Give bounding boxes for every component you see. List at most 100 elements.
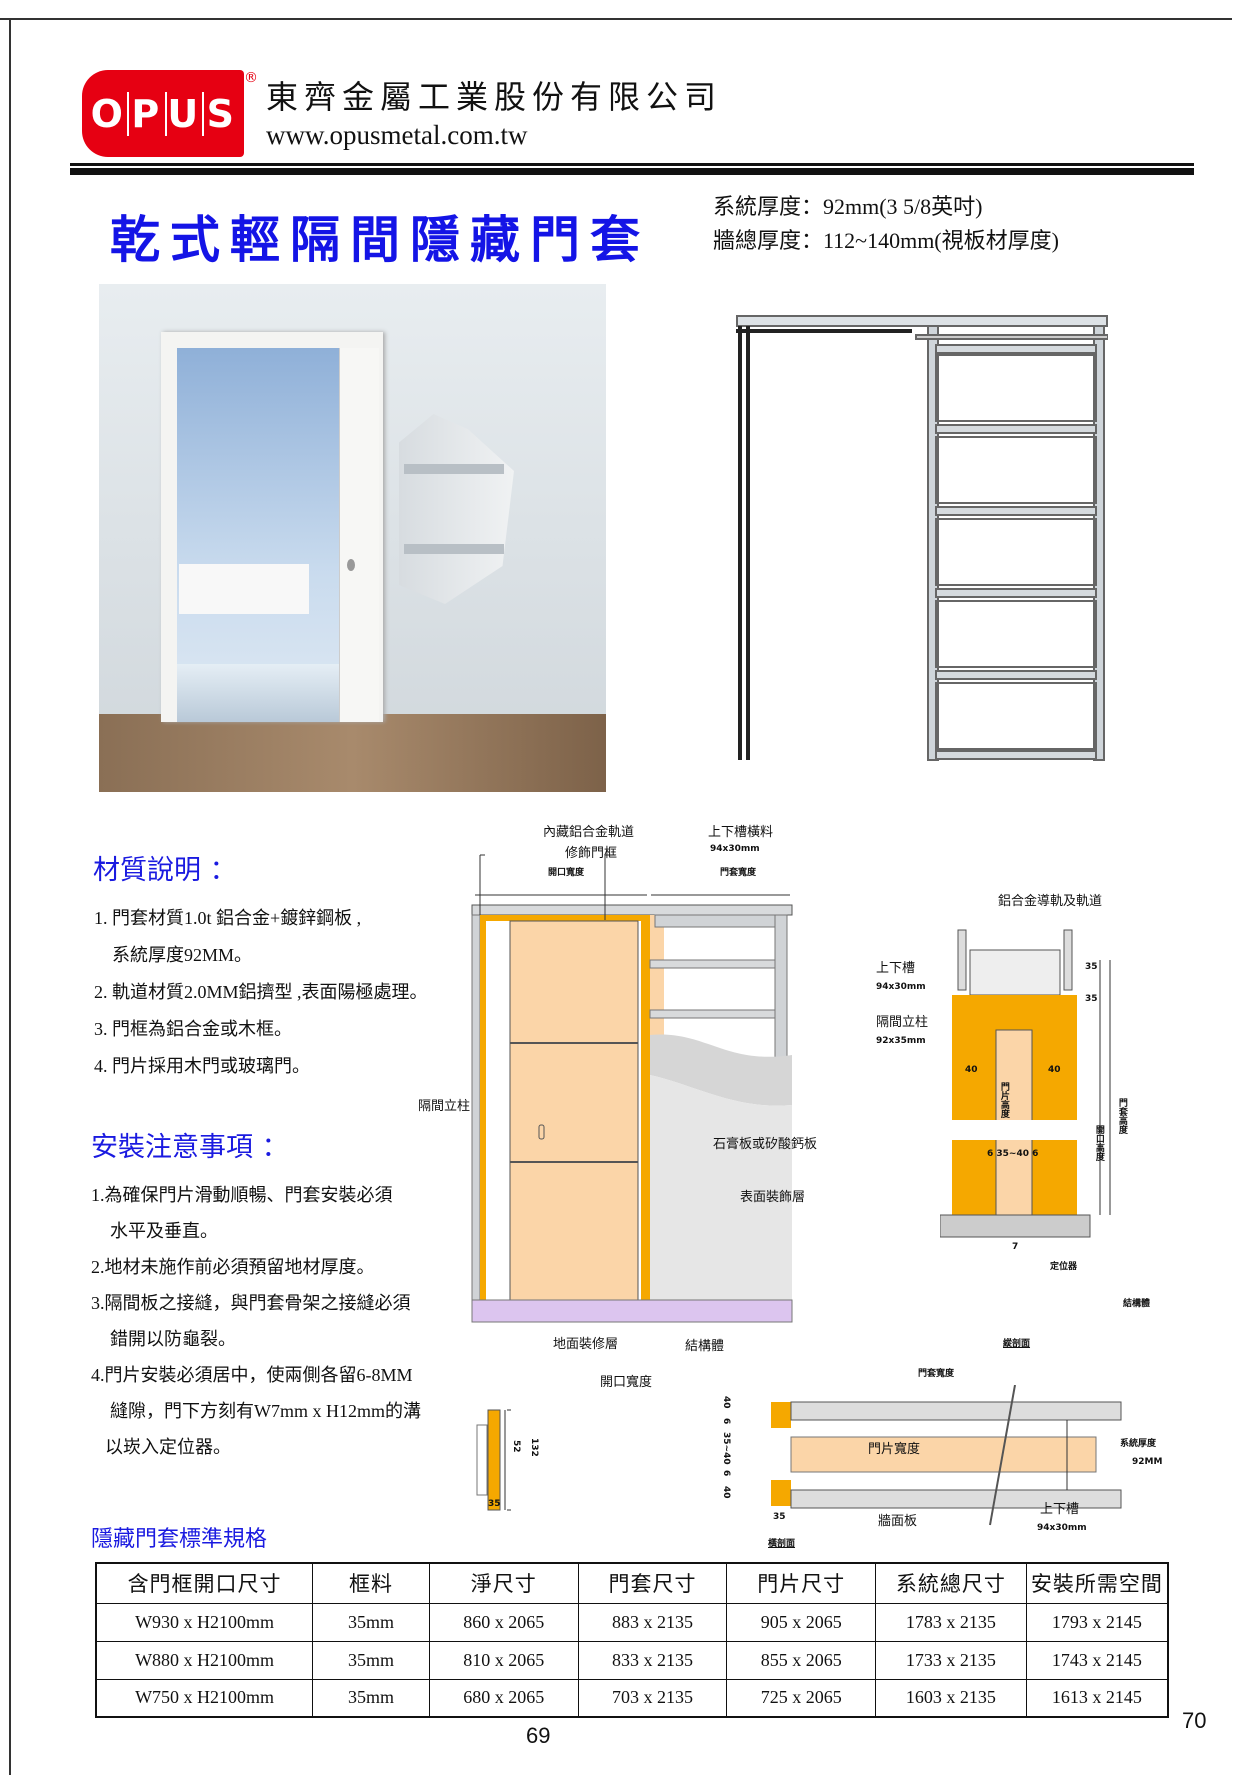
product-photo <box>99 284 606 792</box>
table-cell: W750 x H2100mm <box>95 1678 314 1718</box>
label-rail: 內藏鋁合金軌道 <box>543 825 635 840</box>
table-cell: 680 x 2065 <box>428 1678 579 1718</box>
column-header: 含門框開口尺寸 <box>95 1562 314 1604</box>
registered-mark: ® <box>244 70 258 86</box>
label-surface: 表面裝飾層 <box>740 1190 806 1205</box>
table-cell: 1793 x 2145 <box>1025 1602 1169 1642</box>
label-stud-size: 92x35mm <box>876 1036 926 1046</box>
table-cell: 1743 x 2145 <box>1025 1640 1169 1680</box>
table-cell: 833 x 2135 <box>577 1640 728 1680</box>
label-channel-size: 94x30mm <box>876 982 926 992</box>
material-item: 1. 門套材質1.0t 鋁合金+鍍鋅鋼板 , <box>94 908 362 928</box>
label-opening-height: 開口高度 <box>1093 1125 1104 1161</box>
label-35-plan: 35 <box>773 1512 786 1522</box>
column-header: 門套尺寸 <box>577 1562 728 1604</box>
table-cell: 35mm <box>312 1640 430 1680</box>
table-cell: W880 x H2100mm <box>95 1640 314 1680</box>
table-cell: 1733 x 2135 <box>875 1640 1027 1680</box>
label-sys-thickness: 系統厚度 <box>1120 1439 1157 1449</box>
table-cell: 35mm <box>312 1678 430 1718</box>
table-cell: 1613 x 2145 <box>1025 1678 1169 1718</box>
table-cell: 725 x 2065 <box>726 1678 877 1718</box>
page-number-right: 70 <box>1182 1708 1207 1733</box>
label-7: 7 <box>1012 1242 1019 1252</box>
label-plan-opening: 開口寬度 <box>600 1375 653 1390</box>
label-frame-width: 門套寬度 <box>720 868 757 878</box>
page-number-left: 69 <box>526 1723 551 1748</box>
label-40b: 40 <box>1048 1065 1061 1075</box>
label-plan-channel-size: 94x30mm <box>1037 1523 1087 1533</box>
install-item: 3.隔間板之接縫，與門套骨架之接縫必須 <box>91 1293 411 1313</box>
label-40-top: 40 <box>720 1396 731 1409</box>
material-item: 4. 門片採用木門或玻璃門。 <box>94 1056 310 1076</box>
label-beam: 上下槽橫料 <box>708 825 774 840</box>
label-35-left: 35 <box>488 1499 501 1509</box>
system-thickness: 系統厚度：92mm(3 5/8英吋) <box>713 194 983 219</box>
label-channel: 上下槽 <box>876 961 916 976</box>
page-title: 乾式輕隔間隱藏門套 <box>110 210 650 269</box>
label-structure: 結構體 <box>685 1339 725 1354</box>
label-plan-channel: 上下槽 <box>1040 1502 1080 1517</box>
label-6-top: 6 <box>720 1418 731 1425</box>
label-door-width: 門片寬度 <box>868 1442 921 1457</box>
material-item: 2. 軌道材質2.0MM鋁擠型 ,表面陽極處理。 <box>94 982 428 1002</box>
column-header: 系統總尺寸 <box>875 1562 1027 1604</box>
label-floor: 地面裝修層 <box>553 1337 619 1352</box>
top-border <box>0 18 1232 20</box>
company-url: www.opusmetal.com.tw <box>266 120 528 150</box>
table-caption: 隱藏門套標準規格 <box>91 1527 268 1552</box>
spec-table: 含門框開口尺寸 框料 淨尺寸 門套尺寸 門片尺寸 系統總尺寸 安裝所需空間 W9… <box>95 1562 1169 1718</box>
table-cell: 855 x 2065 <box>726 1640 877 1680</box>
label-40-bottom: 40 <box>720 1486 731 1499</box>
label-stud: 隔間立柱 <box>876 1015 929 1030</box>
company-name: 東齊金屬工業股份有限公司 <box>266 78 723 116</box>
table-cell: 1783 x 2135 <box>875 1602 1027 1642</box>
column-header: 安裝所需空間 <box>1025 1562 1169 1604</box>
logo-letter: P <box>127 91 161 136</box>
table-cell: 1603 x 2135 <box>875 1678 1027 1718</box>
label-132: 132 <box>528 1438 539 1457</box>
label-frame-height: 門套高度 <box>1116 1098 1127 1134</box>
label-guide: 鋁合金導軌及軌道 <box>998 894 1103 909</box>
header-rule <box>70 163 1194 166</box>
column-header: 淨尺寸 <box>428 1562 579 1604</box>
label-35-40: 35~40 <box>720 1432 731 1465</box>
label-35b: 35 <box>1085 994 1098 1004</box>
table-cell: 860 x 2065 <box>428 1602 579 1642</box>
label-6-bottom: 6 <box>720 1470 731 1477</box>
install-item: 4.門片安裝必須居中，使兩側各留6-8MM <box>91 1365 413 1385</box>
label-locator: 定位器 <box>1050 1262 1078 1272</box>
install-item: 縫隙，門下方刻有W7mm x H12mm的溝 <box>110 1401 421 1421</box>
label-vertical-caption: 縱剖面 <box>1003 1339 1031 1349</box>
label-plan-frame-width: 門套寬度 <box>918 1369 955 1379</box>
install-heading: 安裝注意事項 ： <box>91 1132 289 1163</box>
install-item: 以崁入定位器。 <box>105 1437 231 1457</box>
elevation-diagram <box>471 854 793 1323</box>
label-plan-caption: 橫剖面 <box>768 1539 796 1549</box>
label-door-height: 門片高度 <box>998 1082 1009 1118</box>
label-sys-value: 92MM <box>1132 1457 1163 1467</box>
label-opening-width: 開口寬度 <box>548 868 585 878</box>
left-border <box>9 18 11 1775</box>
logo-letter: S <box>202 91 236 136</box>
label-wall-board: 牆面板 <box>878 1514 918 1529</box>
material-item: 系統厚度92MM。 <box>112 945 253 965</box>
table-cell: 905 x 2065 <box>726 1602 877 1642</box>
table-cell: 703 x 2135 <box>577 1678 728 1718</box>
vertical-section-diagram <box>940 929 1111 1238</box>
install-item: 1.為確保門片滑動順暢、門套安裝必須 <box>91 1185 393 1205</box>
logo-letter: U <box>164 91 199 136</box>
label-40a: 40 <box>965 1065 978 1075</box>
table-header-row: 含門框開口尺寸 框料 淨尺寸 門套尺寸 門片尺寸 系統總尺寸 安裝所需空間 <box>95 1562 1169 1604</box>
material-item: 3. 門框為鋁合金或木框。 <box>94 1019 292 1039</box>
table-cell: 810 x 2065 <box>428 1640 579 1680</box>
header-rule <box>70 168 1194 175</box>
install-item: 錯開以防龜裂。 <box>110 1329 236 1349</box>
column-header: 門片尺寸 <box>726 1562 877 1604</box>
label-stud-left: 隔間立柱 <box>418 1099 471 1114</box>
label-52: 52 <box>510 1440 521 1453</box>
label-35a: 35 <box>1085 962 1098 972</box>
